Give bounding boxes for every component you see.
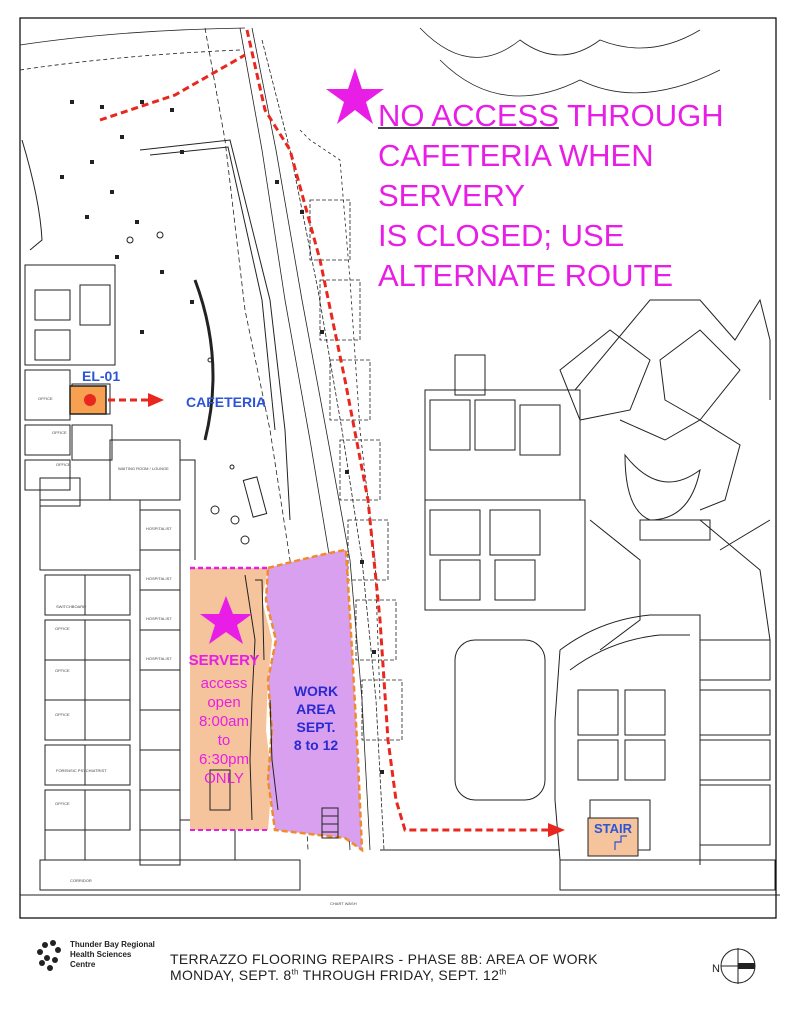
right-wing xyxy=(380,298,776,891)
servery-hours: access open 8:00am to 6:30pm ONLY xyxy=(182,674,266,788)
servery-line: ONLY xyxy=(204,770,244,787)
servery-title: SERVERY xyxy=(188,652,260,669)
notice-line-3: IS CLOSED; USE xyxy=(378,218,625,253)
plan-dates: MONDAY, SEPT. 8th THROUGH FRIDAY, SEPT. … xyxy=(170,967,506,983)
room-label: CORRIDOR xyxy=(70,878,92,883)
dates-end-suffix: th xyxy=(499,967,507,977)
footer xyxy=(0,922,791,1024)
dates-start: MONDAY, SEPT. 8 xyxy=(170,967,292,983)
map-frame xyxy=(19,17,777,919)
org-line: Thunder Bay Regional xyxy=(70,940,155,949)
access-notice: NO ACCESS THROUGH CAFETERIA WHEN SERVERY… xyxy=(378,96,778,296)
dates-end: THROUGH FRIDAY, SEPT. 12 xyxy=(298,967,500,983)
work-line: AREA xyxy=(296,701,336,717)
work-line: WORK xyxy=(293,683,339,699)
room-label: HOSPITALIST xyxy=(146,616,172,621)
room-label: OFFICE xyxy=(55,626,70,631)
room-label: OFFICE xyxy=(55,668,70,673)
notice-line-4: ALTERNATE ROUTE xyxy=(378,258,674,293)
room-label: HOSPITALIST xyxy=(146,526,172,531)
org-line: Centre xyxy=(70,960,96,969)
work-area-label: WORK AREA SEPT. 8 to 12 xyxy=(282,682,350,754)
elevator-label: EL-01 xyxy=(82,368,121,384)
room-label: FORENSIC PSYCHIATRIST xyxy=(56,768,107,773)
room-label: CHART WASH xyxy=(330,901,357,906)
service-corridor xyxy=(261,39,403,851)
room-label: SWITCHBOARD xyxy=(56,604,86,609)
servery-line: open xyxy=(207,694,241,711)
org-line: Health Sciences xyxy=(70,950,132,959)
route-stair-arrowhead xyxy=(548,823,565,837)
star-top xyxy=(326,68,384,124)
work-area-fixtures xyxy=(269,699,339,839)
work-line: 8 to 12 xyxy=(293,737,339,753)
north-label: N xyxy=(712,963,720,975)
servery-line: to xyxy=(217,732,231,749)
room-labels: OFFICE OFFICE OFFICE OFFICE OFFICE OFFIC… xyxy=(38,396,357,906)
route-main-dash xyxy=(245,29,550,832)
columns xyxy=(60,100,384,774)
servery-line: 8:00am xyxy=(198,713,250,730)
work-line: SEPT. xyxy=(296,719,336,735)
stair-label: STAIR xyxy=(594,821,633,836)
room-label: OFFICE xyxy=(38,396,53,401)
room-label: OFFICE xyxy=(52,430,67,435)
footer-graphics xyxy=(37,940,756,984)
room-label: HOSPITALIST xyxy=(146,576,172,581)
room-label: OFFICE xyxy=(55,801,70,806)
notice-no-access: NO ACCESS xyxy=(378,98,559,133)
room-label: OFFICE xyxy=(56,462,71,467)
route-top-dash xyxy=(99,53,246,122)
el01-dot xyxy=(84,394,96,406)
org-name: Thunder Bay Regional Health Sciences Cen… xyxy=(70,940,155,970)
stair-box xyxy=(587,817,639,857)
room-label: HOSPITALIST xyxy=(146,656,172,661)
servery-fixtures xyxy=(209,574,265,821)
cafeteria-structures xyxy=(126,139,291,545)
cafeteria-label: CAFETERIA xyxy=(186,394,267,410)
route-el01-arrowhead xyxy=(148,393,164,407)
room-label: WAITING ROOM / LOUNGE xyxy=(118,466,169,471)
plan-title: TERRAZZO FLOORING REPAIRS - PHASE 8B: AR… xyxy=(170,951,598,967)
star-servery xyxy=(200,596,252,644)
servery-line: access xyxy=(200,675,248,692)
stair-icon xyxy=(614,835,627,850)
dates-start-suffix: th xyxy=(291,967,299,977)
notice-through: THROUGH xyxy=(558,98,724,133)
servery-zone xyxy=(190,568,272,830)
room-label: OFFICE xyxy=(55,712,70,717)
route-arrows xyxy=(99,29,550,832)
servery-line: 6:30pm xyxy=(198,751,250,768)
notice-line-1: NO ACCESS THROUGH xyxy=(378,96,778,136)
notice-line-2: CAFETERIA WHEN SERVERY xyxy=(378,138,654,213)
